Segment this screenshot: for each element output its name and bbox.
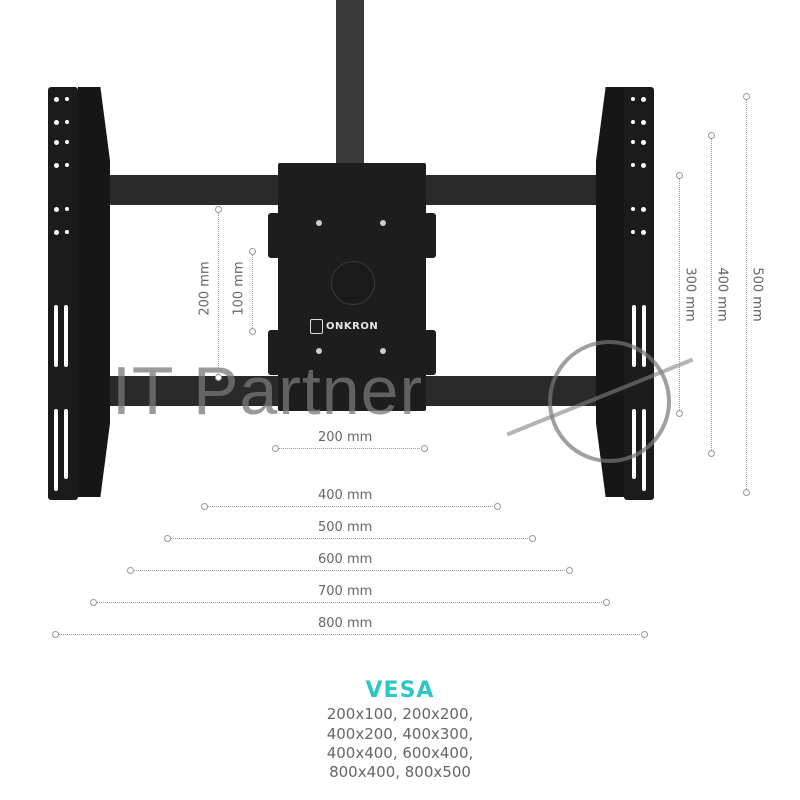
plate-center-cap — [331, 261, 375, 305]
plate-bolt — [380, 220, 386, 226]
plate-bolt — [316, 348, 322, 354]
plate-side-tab — [268, 330, 280, 375]
watermark-logo-icon — [548, 340, 671, 463]
vesa-line: 400x200, 400x300, — [326, 725, 474, 743]
plate-side-tab — [424, 330, 436, 375]
dim-line-800-horizontal — [56, 634, 644, 635]
dim-line-100-vertical — [252, 252, 253, 332]
plate-side-tab — [268, 213, 280, 258]
plate-side-tab — [424, 213, 436, 258]
dim-label-500-horizontal: 500 mm — [318, 520, 373, 535]
dim-line-500-vertical — [746, 97, 747, 491]
dim-label-300-vertical: 300 mm — [682, 267, 698, 322]
dim-line-500-horizontal — [168, 538, 532, 539]
dim-line-400-vertical — [711, 136, 712, 452]
dim-label-400-horizontal: 400 mm — [318, 488, 373, 503]
vesa-line: 400x400, 600x400, — [326, 744, 474, 762]
dim-label-700-horizontal: 700 mm — [318, 584, 373, 599]
dim-label-200-horizontal: 200 mm — [318, 430, 373, 445]
ceiling-pole — [336, 0, 364, 168]
vesa-title: VESA — [365, 678, 435, 703]
vesa-line: 200x100, 200x200, — [326, 705, 474, 723]
dim-label-100-vertical: 100 mm — [231, 261, 247, 316]
dim-line-200-horizontal — [276, 448, 424, 449]
onkron-logo-text: ONKRON — [326, 321, 379, 332]
dim-line-200-vertical — [218, 210, 219, 378]
left-bracket — [48, 87, 78, 500]
onkron-logo-icon — [310, 319, 323, 334]
dim-label-800-horizontal: 800 mm — [318, 616, 373, 631]
center-mount-plate: ONKRON — [278, 163, 426, 411]
watermark-text: IT Partner — [112, 353, 424, 429]
left-bracket-arm — [78, 87, 110, 497]
plate-bolt — [380, 348, 386, 354]
dim-line-300-vertical — [679, 176, 680, 412]
dim-label-400-vertical: 400 mm — [714, 267, 730, 322]
dim-label-600-horizontal: 600 mm — [318, 552, 373, 567]
onkron-logo: ONKRON — [310, 319, 378, 334]
vesa-line: 800x400, 800x500 — [329, 763, 471, 781]
dim-line-600-horizontal — [131, 570, 569, 571]
dim-label-500-vertical: 500 mm — [749, 267, 765, 322]
dim-line-700-horizontal — [94, 602, 606, 603]
dim-label-200-vertical: 200 mm — [197, 261, 213, 316]
plate-bolt — [316, 220, 322, 226]
dim-line-400-horizontal — [205, 506, 497, 507]
